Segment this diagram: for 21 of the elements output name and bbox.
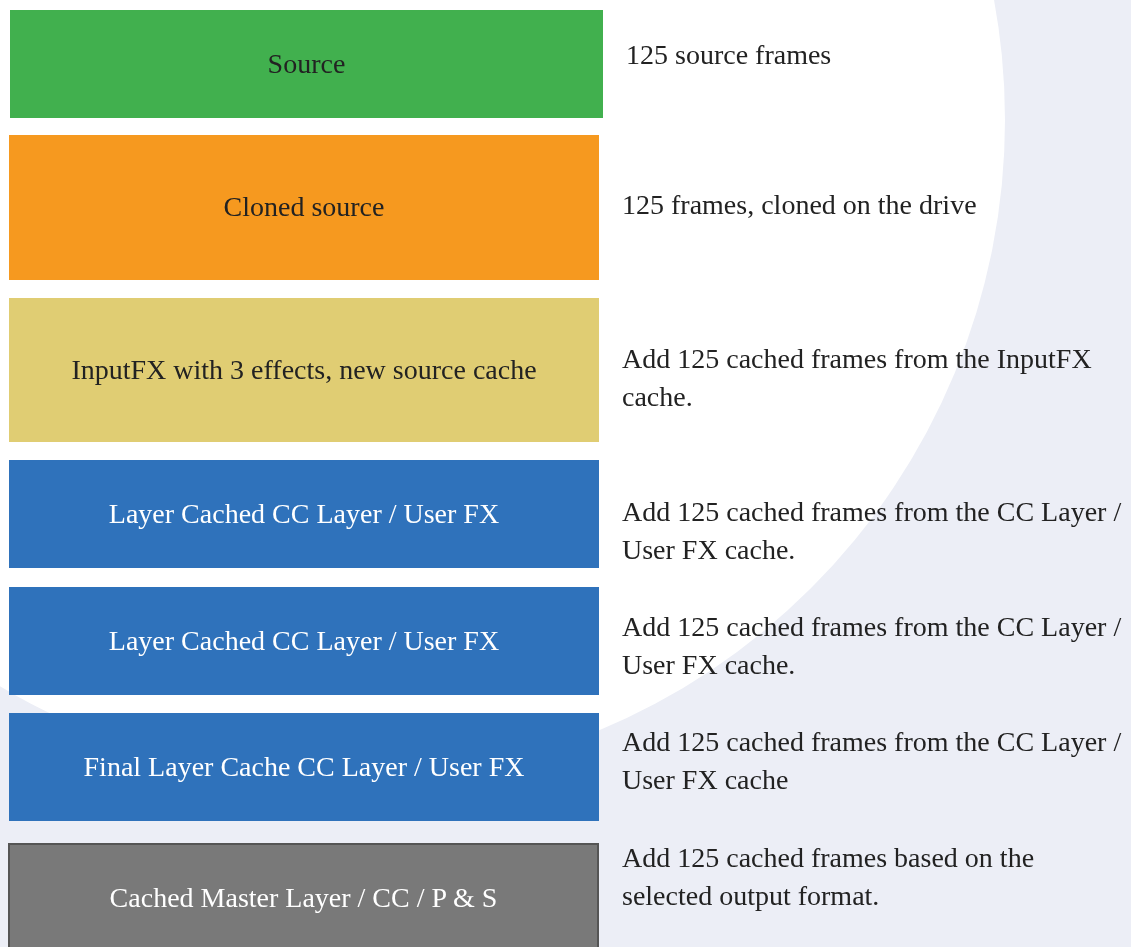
box-label: Layer Cached CC Layer / User FX xyxy=(107,496,501,531)
box-label: InputFX with 3 effects, new source cache xyxy=(70,352,538,387)
process-box xyxy=(9,460,599,568)
process-box xyxy=(10,10,603,118)
box-label: Cloned source xyxy=(222,190,386,225)
process-box xyxy=(8,843,599,947)
process-box xyxy=(9,298,599,442)
box-label: Layer Cached CC Layer / User FX xyxy=(107,623,501,658)
process-box xyxy=(9,135,599,280)
process-box xyxy=(9,713,599,821)
description-text: Add 125 cached frames from the InputFX cache. xyxy=(622,342,1093,414)
description-text: Add 125 cached frames from the CC Layer / User FX cache xyxy=(622,725,1123,797)
box-label: Cached Master Layer / CC / P & S xyxy=(108,880,499,915)
description-text: 125 source frames xyxy=(626,38,833,72)
description-text: 125 frames, cloned on the drive xyxy=(622,188,978,222)
process-box xyxy=(9,587,599,695)
description-text: Add 125 cached frames based on the selected output format. xyxy=(622,841,1036,913)
box-label: Source xyxy=(266,46,347,81)
description-text: Add 125 cached frames from the CC Layer / User FX cache. xyxy=(622,495,1123,567)
box-label: Final Layer Cache CC Layer / User FX xyxy=(82,749,526,784)
description-text: Add 125 cached frames from the CC Layer / User FX cache. xyxy=(622,610,1123,682)
